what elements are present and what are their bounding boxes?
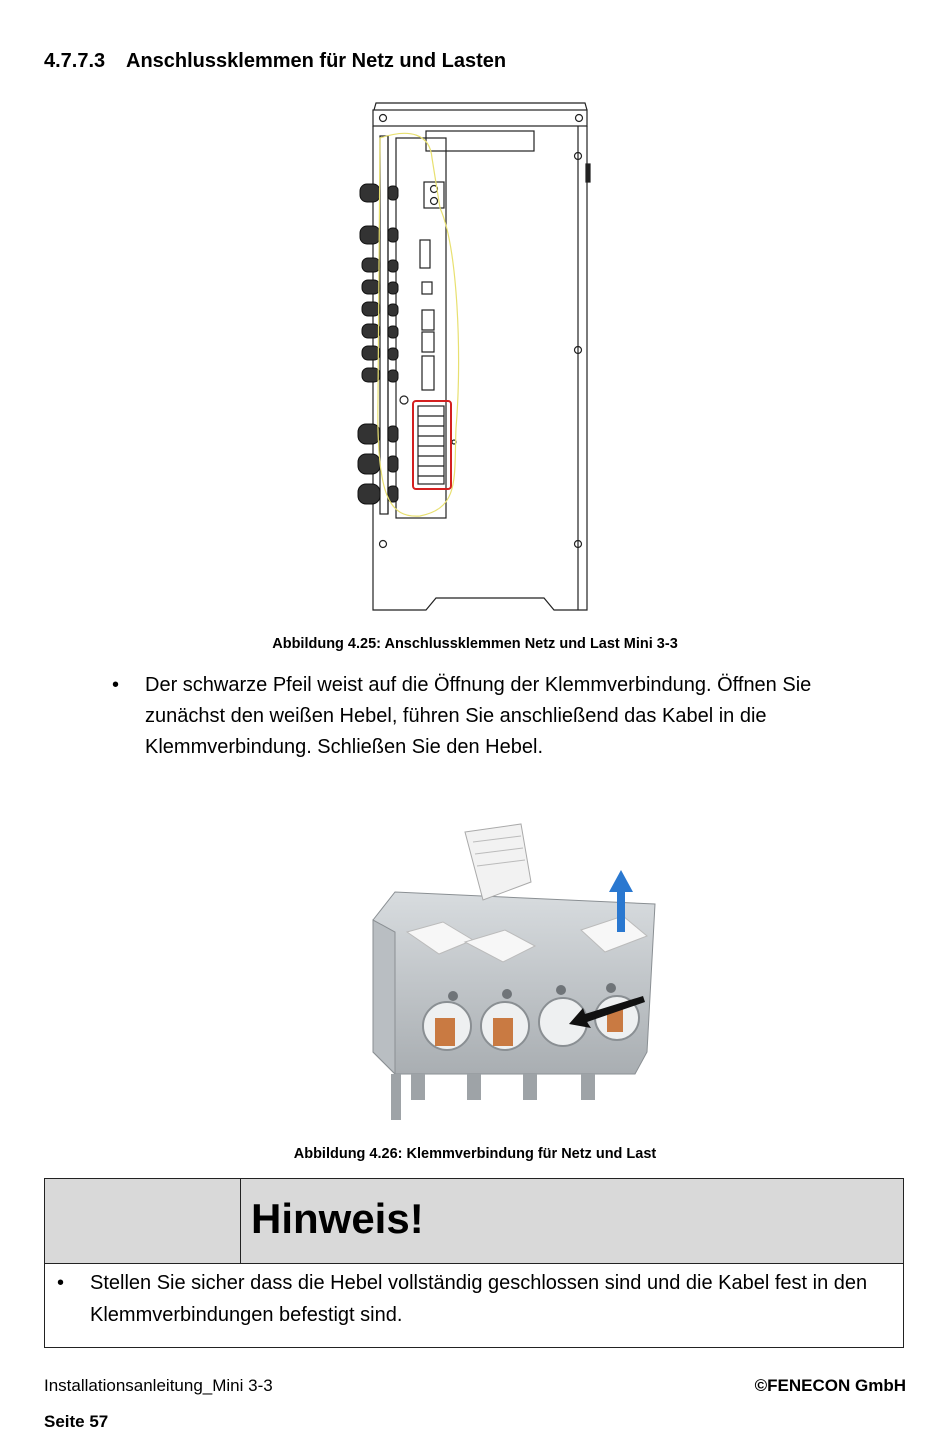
figure1-caption: Abbildung 4.25: Anschlussklemmen Netz un… — [272, 636, 678, 652]
footer-document-name: Installationsanleitung_Mini 3-3 — [44, 1376, 273, 1395]
terminal-highlight-box — [412, 400, 452, 490]
page-number: Seite 57 — [44, 1412, 109, 1431]
instruction-bullet: • Der schwarze Pfeil weist auf die Öffnu… — [112, 670, 872, 763]
notice-icon-cell — [45, 1179, 241, 1263]
figure2-caption: Abbildung 4.26: Klemmverbindung für Netz… — [293, 1146, 657, 1162]
instruction-text: Der schwarze Pfeil weist auf die Öffnung… — [145, 674, 812, 758]
section-title: Anschlussklemmen für Netz und Lasten — [126, 50, 507, 72]
arrow-left-icon — [569, 996, 645, 1028]
footer-copyright: ©FENECON GmbH — [754, 1376, 906, 1395]
notice-title: Hinweis! — [251, 1195, 424, 1242]
highlight-outline — [377, 132, 460, 517]
section-number: 4.7.7.3 — [44, 50, 106, 72]
bullet-dot: • — [57, 1272, 65, 1294]
notice-text: Stellen Sie sicher dass die Hebel vollst… — [90, 1272, 868, 1326]
inverter-side-view-figure — [357, 102, 591, 611]
terminal-block-figure — [372, 823, 656, 1120]
notice-header: Hinweis! — [45, 1179, 903, 1264]
section-heading: 4.7.7.3 Anschlussklemmen für Netz und Las… — [44, 50, 506, 73]
arrow-up-icon — [609, 870, 633, 932]
notice-body: • Stellen Sie sicher dass die Hebel voll… — [57, 1267, 897, 1331]
notice-box: Hinweis! • Stellen Sie sicher dass die H… — [44, 1178, 904, 1348]
bullet-dot: • — [112, 674, 120, 696]
